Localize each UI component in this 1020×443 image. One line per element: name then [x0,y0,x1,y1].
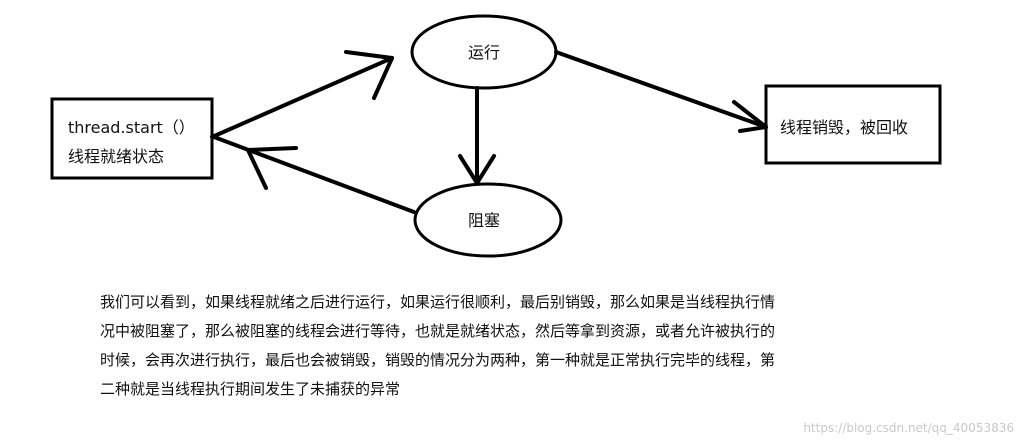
caption-line-2: 况中被阻塞了，那么被阻塞的线程会进行等待，也就是就绪状态，然后等拿到资源，或者允… [100,322,776,340]
start-label-line2: 线程就绪状态 [68,147,164,166]
blocked-label: 阻塞 [468,211,500,230]
node-start-ready: thread.start（） 线程就绪状态 [50,97,214,180]
start-box [50,97,214,180]
start-label-line1: thread.start（） [68,118,195,137]
node-blocked: 阻塞 [413,182,563,258]
arrow-start-to-running [210,50,394,139]
explanation-paragraph: 我们可以看到，如果线程就绪之后进行运行，如果运行很顺利，最后别销毁，那么如果是当… [100,288,890,404]
running-label: 运行 [468,43,500,62]
arrow-running-to-blocked [458,86,496,185]
blocked-ellipse [413,182,563,258]
node-destroyed: 线程销毁，被回收 [764,84,942,165]
csdn-watermark: https://blog.csdn.net/qq_40053836 [803,421,1014,435]
destroyed-label: 线程销毁，被回收 [780,118,908,137]
arrow-running-to-destroyed [554,50,768,133]
caption-line-4: 二种就是当线程执行期间发生了未捕获的异常 [100,380,401,398]
caption-line-1: 我们可以看到，如果线程就绪之后进行运行，如果运行很顺利，最后别销毁，那么如果是当… [100,293,776,311]
node-running: 运行 [410,14,558,90]
caption-line-3: 时候，会再次进行执行，最后也会被销毁，销毁的情况分为两种，第一种就是正常执行完毕… [100,351,776,369]
arrow-blocked-to-start [212,135,416,214]
